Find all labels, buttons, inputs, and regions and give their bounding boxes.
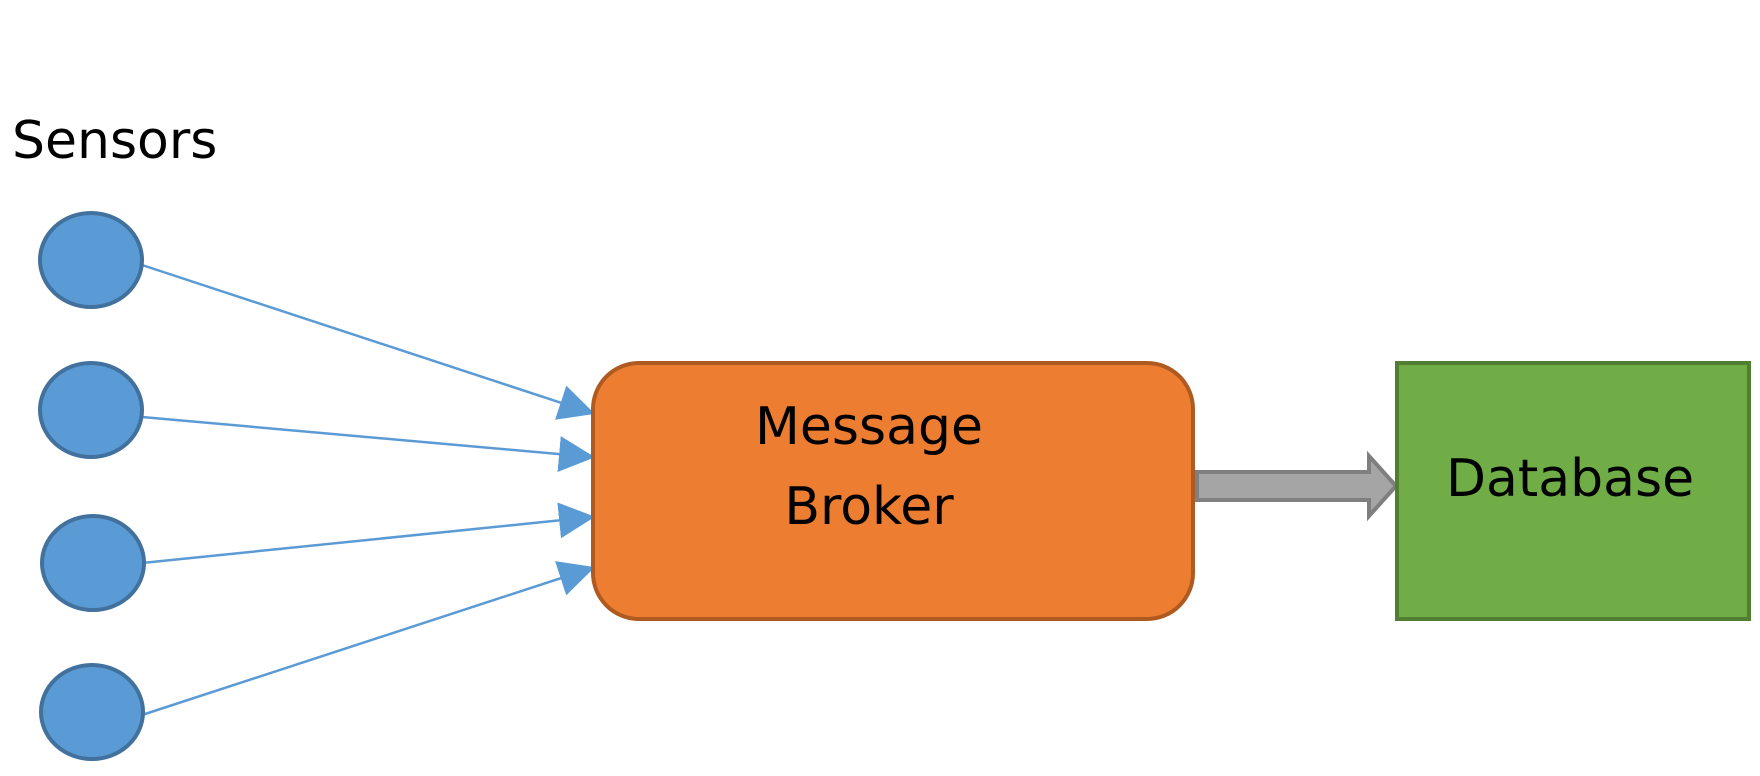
sensor-node-3 <box>40 514 146 612</box>
edge-sensor-2-broker <box>141 415 595 473</box>
database-label: Database <box>1446 449 1694 509</box>
sensor-node-2 <box>38 361 144 459</box>
sensor-node-4 <box>39 663 145 761</box>
edge-sensor-1-broker <box>141 263 595 420</box>
edge-sensor-3-broker <box>141 502 595 565</box>
edge-sensor-4-broker <box>141 561 595 717</box>
database-box <box>1395 361 1751 621</box>
message-broker-box <box>591 361 1195 621</box>
message-broker-label-line2: Broker <box>784 477 954 537</box>
sensors-title: Sensors <box>12 111 217 171</box>
message-broker-label-line1: Message <box>755 397 983 457</box>
sensor-node-1 <box>38 211 144 309</box>
broker-to-database-arrow <box>1195 450 1399 522</box>
